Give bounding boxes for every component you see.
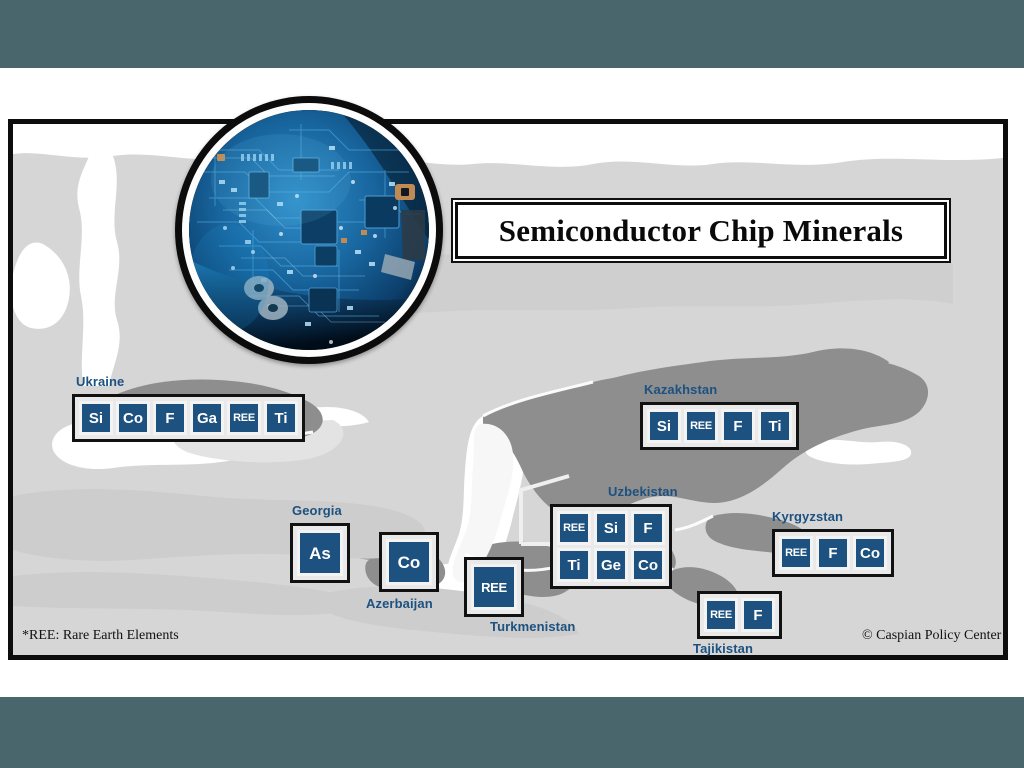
country-label-georgia: Georgia xyxy=(292,503,342,518)
tile-box-uzbekistan: REE Si F Ti Ge Co xyxy=(550,504,672,589)
tile-row: REE xyxy=(471,564,517,610)
slide-top-bar xyxy=(0,0,1024,68)
mineral-tile[interactable]: Si xyxy=(79,401,113,435)
mineral-tile[interactable]: Ti xyxy=(758,409,792,443)
tile-row: As xyxy=(297,530,343,576)
mineral-tile[interactable]: F xyxy=(741,598,775,632)
mineral-tile[interactable]: Co xyxy=(631,548,665,582)
mineral-tile[interactable]: REE xyxy=(704,598,738,632)
ree-footnote: *REE: Rare Earth Elements xyxy=(22,628,179,643)
mineral-tile[interactable]: Ge xyxy=(594,548,628,582)
tile-row: REE Si F xyxy=(557,511,665,545)
country-label-tajikistan: Tajikistan xyxy=(693,641,754,656)
mineral-tile[interactable]: F xyxy=(721,409,755,443)
mineral-tile[interactable]: Ti xyxy=(264,401,298,435)
tile-row: REE F xyxy=(704,598,775,632)
mineral-tile[interactable]: Ga xyxy=(190,401,224,435)
mineral-tile[interactable]: REE xyxy=(227,401,261,435)
tile-row: Si Co F Ga REE Ti xyxy=(79,401,298,435)
copyright-credit: © Caspian Policy Center xyxy=(862,628,1002,643)
title-plate: Semiconductor Chip Minerals xyxy=(455,202,947,259)
mineral-tile[interactable]: Co xyxy=(386,539,432,585)
mineral-tile[interactable]: REE xyxy=(779,536,813,570)
mineral-tile[interactable]: F xyxy=(631,511,665,545)
country-label-kazakhstan: Kazakhstan xyxy=(644,382,718,397)
tile-row: Si REE F Ti xyxy=(647,409,792,443)
circuit-board-photo-icon xyxy=(189,110,429,350)
chip-photo-circle xyxy=(175,96,443,364)
mineral-tile[interactable]: Co xyxy=(853,536,887,570)
tile-box-ukraine: Si Co F Ga REE Ti xyxy=(72,394,305,442)
tile-box-georgia: As xyxy=(290,523,350,583)
mineral-tile[interactable]: REE xyxy=(557,511,591,545)
mineral-tile[interactable]: REE xyxy=(471,564,517,610)
country-label-turkmenistan: Turkmenistan xyxy=(490,619,576,634)
slide-bottom-bar xyxy=(0,697,1024,768)
country-label-azerbaijan: Azerbaijan xyxy=(366,596,433,611)
tile-box-tajikistan: REE F xyxy=(697,591,782,639)
chip-photo-inner-ring xyxy=(189,110,429,350)
mineral-tile[interactable]: Co xyxy=(116,401,150,435)
country-label-kyrgyzstan: Kyrgyzstan xyxy=(772,509,844,524)
mineral-tile[interactable]: F xyxy=(816,536,850,570)
tile-row: REE F Co xyxy=(779,536,887,570)
tile-row: Ti Ge Co xyxy=(557,548,665,582)
mineral-tile[interactable]: Ti xyxy=(557,548,591,582)
mineral-tile[interactable]: Si xyxy=(647,409,681,443)
tile-box-kazakhstan: Si REE F Ti xyxy=(640,402,799,450)
mineral-tile[interactable]: Si xyxy=(594,511,628,545)
tile-box-kyrgyzstan: REE F Co xyxy=(772,529,894,577)
mineral-tile[interactable]: REE xyxy=(684,409,718,443)
tile-box-azerbaijan: Co xyxy=(379,532,439,592)
page-title: Semiconductor Chip Minerals xyxy=(498,212,904,248)
country-label-ukraine: Ukraine xyxy=(76,374,125,389)
mineral-tile[interactable]: F xyxy=(153,401,187,435)
tile-row: Co xyxy=(386,539,432,585)
tile-box-turkmenistan: REE xyxy=(464,557,524,617)
country-label-uzbekistan: Uzbekistan xyxy=(608,484,678,499)
mineral-tile[interactable]: As xyxy=(297,530,343,576)
